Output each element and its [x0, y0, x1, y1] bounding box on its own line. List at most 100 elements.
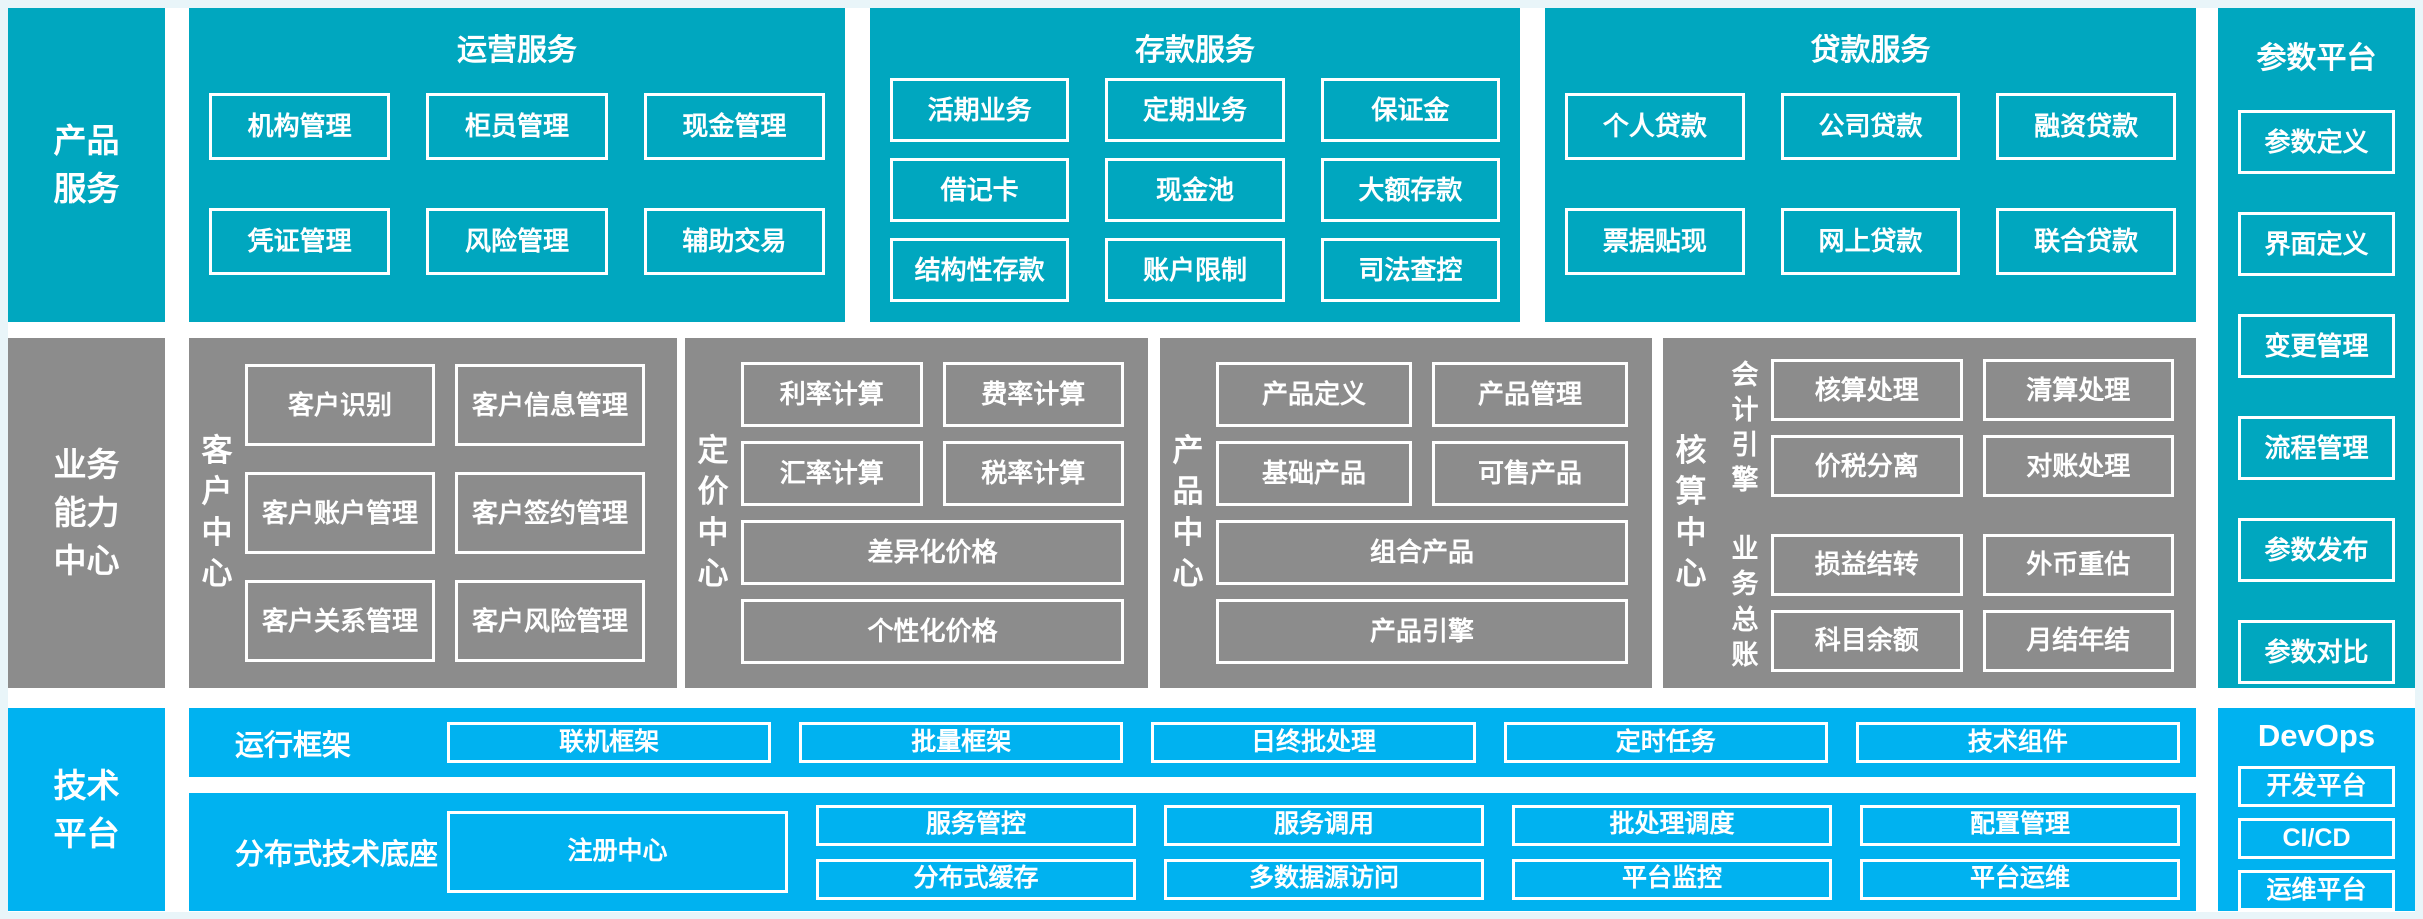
node-pnl-carryover: 损益结转	[1771, 533, 1963, 596]
node-account-restriction: 账户限制	[1105, 238, 1285, 302]
node-operations-platform: 运维平台	[2238, 870, 2395, 911]
node-price-tax-separation: 价税分离	[1771, 435, 1963, 498]
node-fx-revaluation: 外币重估	[1982, 533, 2174, 596]
node-judicial-inquiry-control: 司法查控	[1320, 238, 1500, 302]
node-service-invocation: 服务调用	[1164, 804, 1484, 846]
node-risk-mgmt: 风险管理	[426, 208, 608, 275]
section-loan-services: 贷款服务 个人贷款 公司贷款 融资贷款 票据贴现 网上贷款 联合贷款	[1545, 8, 2196, 322]
node-parameter-release: 参数发布	[2238, 518, 2395, 582]
node-ci-cd: CI/CD	[2238, 818, 2395, 859]
node-eod-batch-processing: 日终批处理	[1151, 722, 1476, 763]
node-demand-deposit: 活期业务	[890, 78, 1070, 142]
rail-label-product-services: 产品 服务	[8, 8, 165, 322]
node-basic-product: 基础产品	[1216, 441, 1412, 506]
node-voucher-mgmt: 凭证管理	[209, 208, 391, 275]
accounting-center-label: 核算中心	[1675, 433, 1707, 591]
node-customer-account-mgmt: 客户账户管理	[245, 472, 435, 554]
deposit-boxes: 活期业务 定期业务 保证金 借记卡 现金池 大额存款 结构性存款 账户限制 司法…	[870, 78, 1520, 302]
registry-center-wrap: 注册中心	[447, 811, 788, 893]
node-change-mgmt: 变更管理	[2238, 314, 2395, 378]
node-platform-monitoring: 平台监控	[1512, 858, 1832, 900]
accounting-center-label-wrap: 核算中心	[1663, 338, 1719, 688]
accounting-center-groups: 会计引擎 核算处理 清算处理 价税分离 对账处理 业务总账 损益结转	[1719, 338, 2196, 688]
accounting-engine-group: 会计引擎 核算处理 清算处理 价税分离 对账处理	[1719, 358, 2174, 498]
node-large-deposit: 大额存款	[1320, 158, 1500, 222]
node-personal-loan: 个人贷款	[1565, 93, 1745, 160]
pricing-center-boxes: 利率计算 费率计算 汇率计算 税率计算 差异化价格 个性化价格	[741, 338, 1148, 688]
accounting-engine-label-wrap: 会计引擎	[1719, 358, 1771, 498]
section-product-center: 产品中心 产品定义 产品管理 基础产品 可售产品 组合产品 产品引擎	[1160, 338, 1652, 688]
node-accounting-processing: 核算处理	[1771, 359, 1963, 422]
node-interest-rate-calc: 利率计算	[741, 362, 923, 427]
node-online-framework: 联机框架	[447, 722, 772, 763]
node-online-loan: 网上贷款	[1780, 208, 1961, 275]
node-process-mgmt: 流程管理	[2238, 416, 2395, 480]
node-batch-scheduling: 批处理调度	[1512, 804, 1832, 846]
node-differentiated-pricing: 差异化价格	[741, 520, 1124, 585]
node-product-engine: 产品引擎	[1216, 599, 1628, 664]
node-margin-deposit: 保证金	[1320, 78, 1500, 142]
node-personalized-pricing: 个性化价格	[741, 599, 1124, 664]
node-product-mgmt: 产品管理	[1432, 362, 1628, 427]
accounting-engine-boxes: 核算处理 清算处理 价税分离 对账处理	[1771, 358, 2174, 498]
node-customer-risk-mgmt: 客户风险管理	[455, 580, 645, 662]
node-corporate-loan: 公司贷款	[1780, 93, 1961, 160]
section-runtime-framework: 运行框架 联机框架 批量框架 日终批处理 定时任务 技术组件	[189, 708, 2196, 777]
node-exchange-rate-calc: 汇率计算	[741, 441, 923, 506]
node-combined-product: 组合产品	[1216, 520, 1628, 585]
business-ledger-label-wrap: 业务总账	[1719, 532, 1771, 672]
section-pricing-center: 定价中心 利率计算 费率计算 汇率计算 税率计算 差异化价格 个性化价格	[685, 338, 1148, 688]
node-joint-loan: 联合贷款	[1996, 208, 2176, 275]
node-multi-datasource-access: 多数据源访问	[1164, 858, 1484, 900]
business-ledger-group: 业务总账 损益结转 外币重估 科目余额 月结年结	[1719, 532, 2174, 672]
rail-label-technology-platform: 技术 平台	[8, 708, 165, 911]
node-customer-contract-mgmt: 客户签约管理	[455, 472, 645, 554]
diagram-background: 产品 服务 业务 能力 中心 技术 平台 运营服务 机构管理 柜员管理 现金管理…	[8, 8, 2415, 912]
section-parameter-platform: 参数平台 参数定义 界面定义 变更管理 流程管理 参数发布 参数对比	[2218, 8, 2415, 688]
node-batch-framework: 批量框架	[799, 722, 1124, 763]
devops-title: DevOps	[2257, 718, 2376, 753]
node-product-definition: 产品定义	[1216, 362, 1412, 427]
customer-center-boxes: 客户识别 客户信息管理 客户账户管理 客户签约管理 客户关系管理 客户风险管理	[245, 338, 677, 688]
customer-center-label-wrap: 客户中心	[189, 338, 245, 688]
node-configuration-mgmt: 配置管理	[1860, 804, 2180, 846]
node-auxiliary-transaction: 辅助交易	[643, 208, 825, 275]
node-scheduled-task: 定时任务	[1503, 722, 1828, 763]
node-structured-deposit: 结构性存款	[890, 238, 1070, 302]
node-customer-info-mgmt: 客户信息管理	[455, 364, 645, 446]
business-ledger-label: 业务总账	[1731, 534, 1759, 670]
node-platform-operations: 平台运维	[1860, 858, 2180, 900]
accounting-engine-label: 会计引擎	[1731, 360, 1759, 496]
node-service-governance: 服务管控	[816, 804, 1136, 846]
business-ledger-boxes: 损益结转 外币重估 科目余额 月结年结	[1771, 532, 2174, 672]
node-registry-center: 注册中心	[447, 811, 788, 893]
section-devops: DevOps 开发平台 CI/CD 运维平台	[2218, 708, 2415, 911]
node-tax-rate-calc: 税率计算	[942, 441, 1124, 506]
parameter-platform-title: 参数平台	[2256, 42, 2377, 75]
node-cash-pool: 现金池	[1105, 158, 1285, 222]
customer-center-label: 客户中心	[201, 433, 233, 591]
node-clearing-processing: 清算处理	[1982, 359, 2174, 422]
section-distributed-base: 分布式技术底座 注册中心 服务管控 服务调用 批处理调度 配置管理 分布式缓存 …	[189, 793, 2196, 911]
section-deposit-title: 存款服务	[1135, 34, 1255, 67]
product-center-label-wrap: 产品中心	[1160, 338, 1216, 688]
section-deposit-services: 存款服务 活期业务 定期业务 保证金 借记卡 现金池 大额存款 结构性存款 账户…	[870, 8, 1520, 322]
node-bill-discount: 票据贴现	[1565, 208, 1745, 275]
distributed-base-boxes: 服务管控 服务调用 批处理调度 配置管理 分布式缓存 多数据源访问 平台监控 平…	[816, 804, 2180, 900]
node-account-balance: 科目余额	[1771, 609, 1963, 672]
rail-label-business-capability-center: 业务 能力 中心	[8, 338, 165, 688]
node-time-deposit: 定期业务	[1105, 78, 1285, 142]
node-distributed-cache: 分布式缓存	[816, 858, 1136, 900]
node-reconciliation-processing: 对账处理	[1982, 435, 2174, 498]
parameter-platform-boxes: 参数定义 界面定义 变更管理 流程管理 参数发布 参数对比	[2218, 110, 2415, 684]
product-center-label: 产品中心	[1172, 433, 1204, 591]
node-month-year-end-closing: 月结年结	[1982, 609, 2174, 672]
node-customer-relationship-mgmt: 客户关系管理	[245, 580, 435, 662]
node-customer-identification: 客户识别	[245, 364, 435, 446]
section-operations-title: 运营服务	[457, 34, 577, 67]
pricing-center-label-wrap: 定价中心	[685, 338, 741, 688]
node-financing-loan: 融资贷款	[1996, 93, 2176, 160]
node-teller-mgmt: 柜员管理	[426, 93, 608, 160]
runtime-framework-boxes: 联机框架 批量框架 日终批处理 定时任务 技术组件	[447, 722, 2181, 763]
